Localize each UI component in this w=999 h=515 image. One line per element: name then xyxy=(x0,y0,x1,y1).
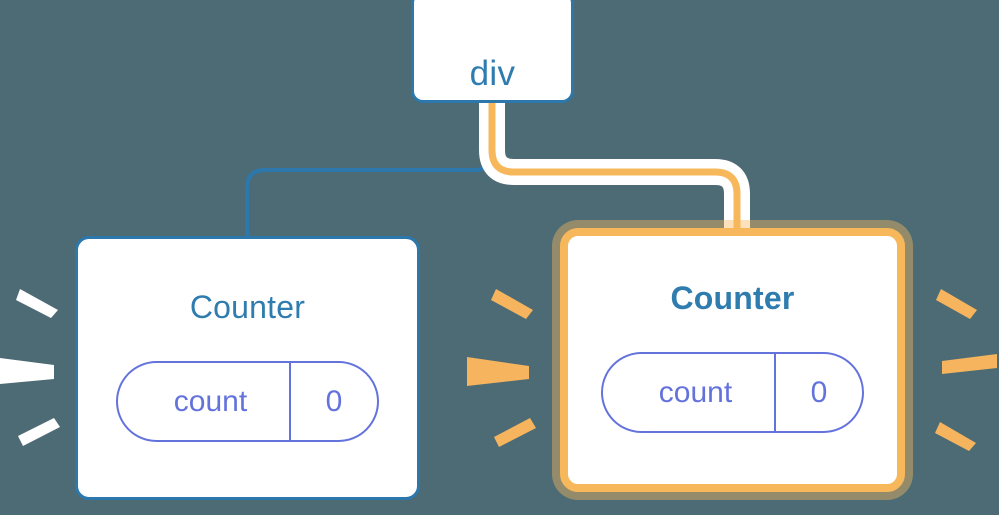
node-counter-right-title: Counter xyxy=(670,280,795,316)
sparkle-ray-icon xyxy=(18,418,60,446)
edge-div-to-right-counter xyxy=(488,101,741,244)
sparkle-ray-icon xyxy=(16,289,58,318)
right-counter-right-sparkles xyxy=(935,289,997,451)
left-counter-right-sparkles xyxy=(467,289,536,447)
prop-value-label: 0 xyxy=(325,384,343,418)
sparkle-ray-icon xyxy=(491,289,533,319)
sparkle-ray-icon xyxy=(494,418,536,447)
left-counter-left-sparkles xyxy=(0,289,60,446)
node-counter-left[interactable]: Counter count 0 xyxy=(75,236,420,500)
sparkle-ray-icon xyxy=(942,354,997,374)
prop-pill-count-right: count 0 xyxy=(601,352,864,433)
edge-div-to-left-counter xyxy=(245,103,494,238)
sparkle-ray-icon xyxy=(935,422,976,451)
sparkle-ray-icon xyxy=(936,289,977,319)
node-counter-left-title: Counter xyxy=(189,289,306,325)
node-counter-right-highlighted[interactable]: Counter count 0 xyxy=(560,228,905,492)
prop-key-label: count xyxy=(658,375,733,409)
edge-div-to-right-counter-halo xyxy=(479,101,750,244)
node-div[interactable]: div xyxy=(411,0,574,103)
prop-pill-count-left: count 0 xyxy=(116,361,379,442)
sparkle-ray-icon xyxy=(467,357,529,386)
sparkle-ray-icon xyxy=(0,358,54,384)
node-div-label: div xyxy=(469,53,516,93)
prop-pill-divider xyxy=(774,354,776,431)
prop-value-label: 0 xyxy=(810,375,828,409)
prop-pill-divider xyxy=(289,363,291,440)
prop-key-label: count xyxy=(173,384,248,418)
